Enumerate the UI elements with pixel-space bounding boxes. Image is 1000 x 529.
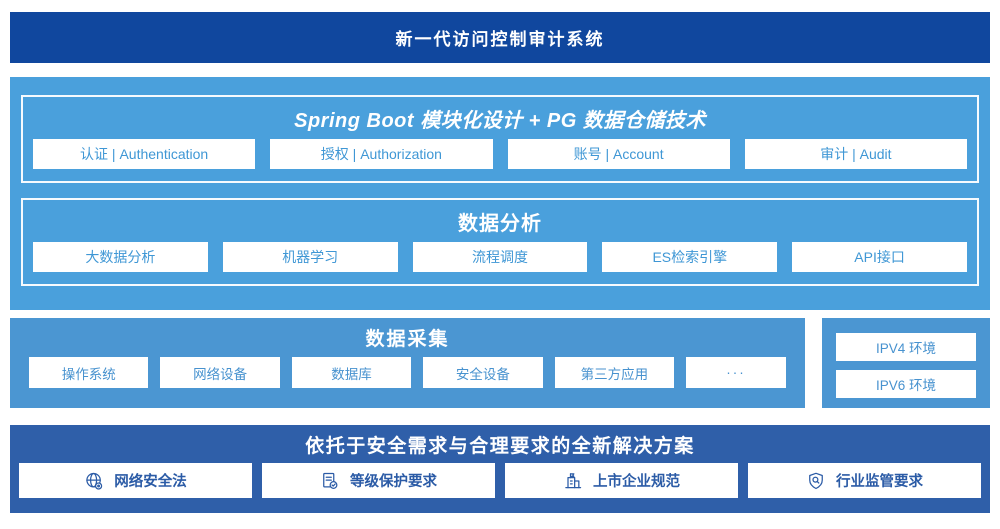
solution-industry-regulation: 行业监管要求 (748, 463, 981, 498)
globe-icon (84, 471, 104, 491)
collection-ellipsis: ··· (686, 357, 787, 388)
env-ipv6: IPV6 环境 (836, 370, 976, 398)
env-ipv4: IPV4 环境 (836, 333, 976, 361)
analysis-api: API接口 (792, 242, 967, 272)
collection-network-device: 网络设备 (160, 357, 280, 388)
analysis-bigdata: 大数据分析 (33, 242, 208, 272)
system-title: 新一代访问控制审计系统 (395, 30, 605, 49)
modules-section: Spring Boot 模块化设计 + PG 数据仓储技术 认证 | Authe… (21, 95, 979, 183)
solution-box-label: 行业监管要求 (836, 474, 923, 490)
analysis-ml: 机器学习 (222, 242, 398, 272)
solution-listed-company: 上市企业规范 (505, 463, 738, 498)
analysis-section-title: 数据分析 (458, 212, 542, 235)
collection-section-title: 数据采集 (365, 329, 450, 350)
solution-box-label: 网络安全法 (114, 474, 187, 490)
system-title-banner: 新一代访问控制审计系统 (10, 12, 990, 63)
solution-classified-protection: 等级保护要求 (262, 463, 495, 498)
solution-section-title: 依托于安全需求与合理要求的全新解决方案 (305, 435, 695, 457)
analysis-workflow: 流程调度 (412, 242, 588, 272)
solution-box-label: 等级保护要求 (350, 474, 437, 490)
building-icon (563, 471, 583, 491)
collection-section: 数据采集 操作系统 网络设备 数据库 安全设备 第三方应用 ··· (10, 318, 805, 408)
modules-row: 认证 | Authentication 授权 | Authorization 账… (23, 139, 977, 169)
solution-cybersecurity-law: 网络安全法 (19, 463, 252, 498)
platform-layer: Spring Boot 模块化设计 + PG 数据仓储技术 认证 | Authe… (10, 77, 990, 310)
shield-search-icon (806, 471, 826, 491)
module-authentication: 认证 | Authentication (33, 139, 256, 169)
solution-section: 依托于安全需求与合理要求的全新解决方案 网络安全法 (10, 425, 990, 513)
collection-security-device: 安全设备 (423, 357, 543, 388)
environment-panel: IPV4 环境 IPV6 环境 (822, 318, 990, 408)
module-audit: 审计 | Audit (744, 139, 967, 169)
document-check-icon (320, 471, 340, 491)
solution-box-label: 上市企业规范 (593, 474, 680, 490)
analysis-section: 数据分析 大数据分析 机器学习 流程调度 ES检索引擎 API接口 (21, 198, 979, 286)
module-authorization: 授权 | Authorization (270, 139, 493, 169)
modules-section-title: Spring Boot 模块化设计 + PG 数据仓储技术 (294, 109, 706, 132)
collection-thirdparty-app: 第三方应用 (554, 357, 675, 388)
collection-row: 操作系统 网络设备 数据库 安全设备 第三方应用 ··· (10, 357, 805, 388)
analysis-es: ES检索引擎 (602, 242, 778, 272)
analysis-row: 大数据分析 机器学习 流程调度 ES检索引擎 API接口 (23, 242, 977, 272)
module-account: 账号 | Account (507, 139, 730, 169)
solution-row: 网络安全法 等级保护要求 (10, 463, 990, 498)
collection-os: 操作系统 (29, 357, 149, 388)
collection-database: 数据库 (291, 357, 412, 388)
